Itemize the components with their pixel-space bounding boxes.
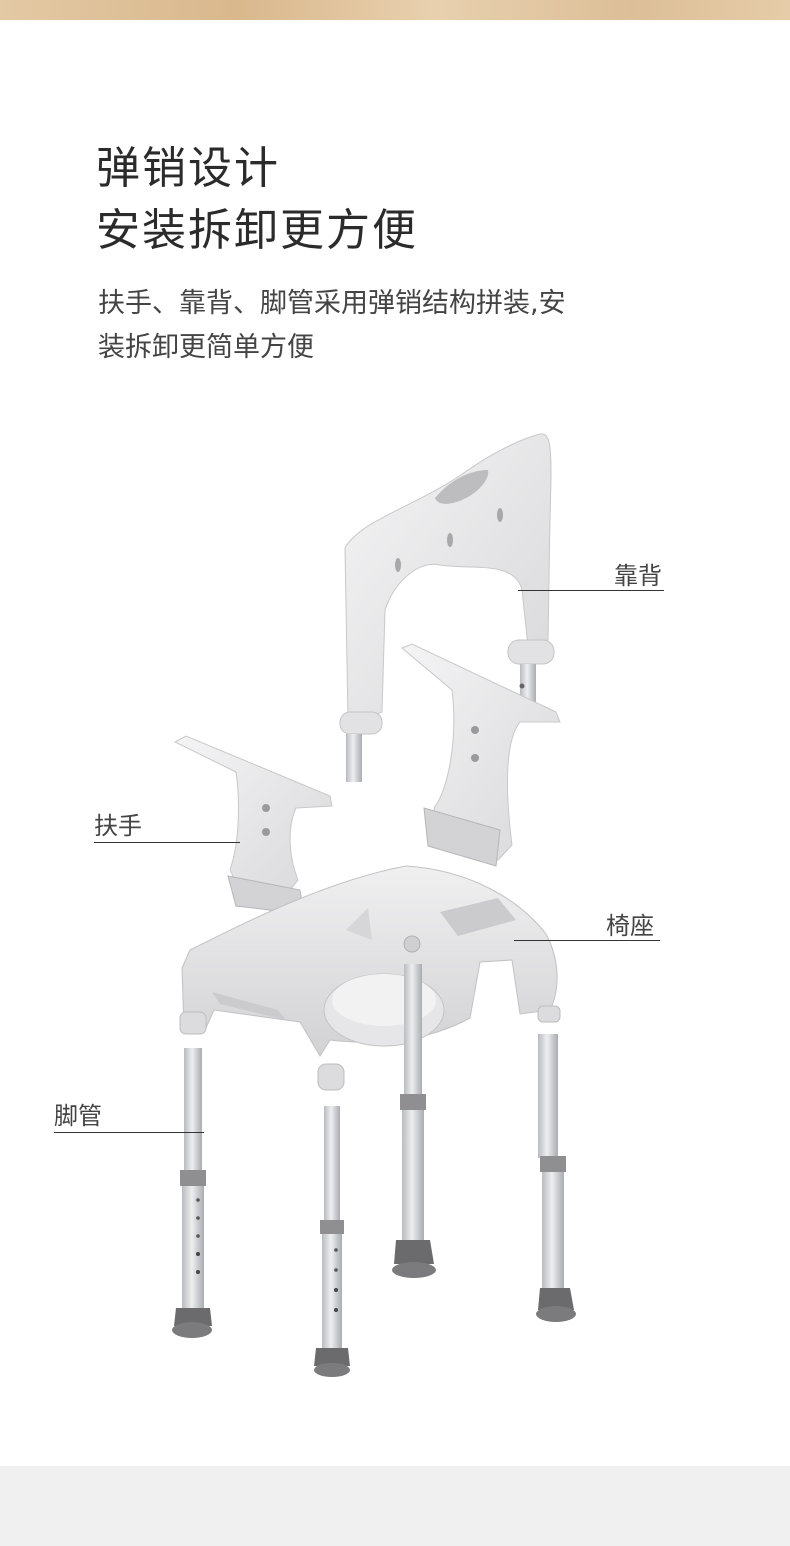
bottom-gray-band bbox=[0, 1466, 790, 1546]
description-line-2: 装拆卸更简单方便 bbox=[98, 332, 314, 363]
callout-backrest-label: 靠背 bbox=[614, 562, 662, 590]
wood-texture-strip bbox=[0, 0, 790, 20]
callout-seat-label: 椅座 bbox=[606, 912, 654, 940]
leg-back-middle bbox=[392, 964, 436, 1278]
armrest-right-part bbox=[401, 643, 561, 867]
headline: 弹销设计 安装拆卸更方便 bbox=[96, 138, 418, 262]
armrest-left-part bbox=[173, 735, 333, 915]
callout-legs-label: 脚管 bbox=[54, 1102, 102, 1130]
leg-front-left bbox=[172, 1048, 212, 1338]
backrest-part bbox=[339, 433, 555, 782]
headline-line-2: 安装拆卸更方便 bbox=[96, 205, 418, 256]
callout-armrest-label: 扶手 bbox=[94, 812, 142, 840]
callout-legs-line bbox=[54, 1132, 204, 1133]
leg-back-right bbox=[536, 1034, 576, 1322]
headline-line-1: 弹销设计 bbox=[96, 143, 280, 194]
callout-seat-line bbox=[514, 940, 660, 941]
callout-backrest-line bbox=[518, 590, 664, 591]
description-line-1: 扶手、靠背、脚管采用弹销结构拼装,安 bbox=[98, 288, 566, 319]
callout-armrest-line bbox=[94, 842, 240, 843]
description: 扶手、靠背、脚管采用弹销结构拼装,安 装拆卸更简单方便 bbox=[98, 282, 698, 370]
leg-front-middle bbox=[314, 1106, 350, 1377]
